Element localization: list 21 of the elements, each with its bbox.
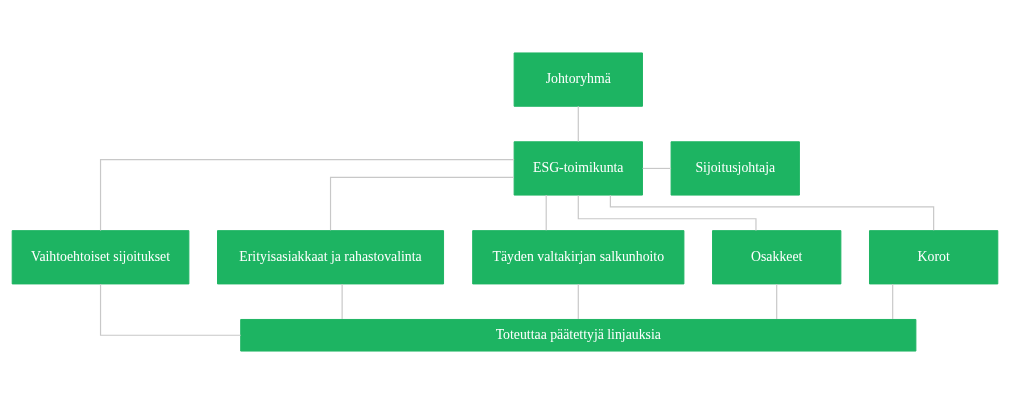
node-box: Vaihtoehtoiset sijoitukset <box>11 229 190 284</box>
node-box: ESG-toimikunta <box>513 140 643 196</box>
node-box: Osakkeet <box>712 229 842 284</box>
connector <box>577 194 757 231</box>
node-box: Erityisasiakkaat ja rahastovalinta <box>217 229 445 284</box>
node-box: Sijoitusjohtaja <box>670 140 800 196</box>
connector <box>892 283 894 320</box>
connector <box>609 194 935 231</box>
connector <box>776 283 778 320</box>
connector <box>329 176 515 231</box>
connector <box>545 194 547 231</box>
connector <box>577 105 579 142</box>
connector <box>642 167 672 169</box>
connector <box>341 283 343 320</box>
node-box: Korot <box>869 229 999 284</box>
connector <box>99 283 242 336</box>
node-box: Johtoryhmä <box>513 51 643 107</box>
node-box: Täyden valtakirjan salkunhoito <box>472 229 685 284</box>
connector <box>577 283 579 320</box>
connector <box>99 158 515 231</box>
node-box: Toteuttaa päätettyjä linjauksia <box>240 318 917 352</box>
